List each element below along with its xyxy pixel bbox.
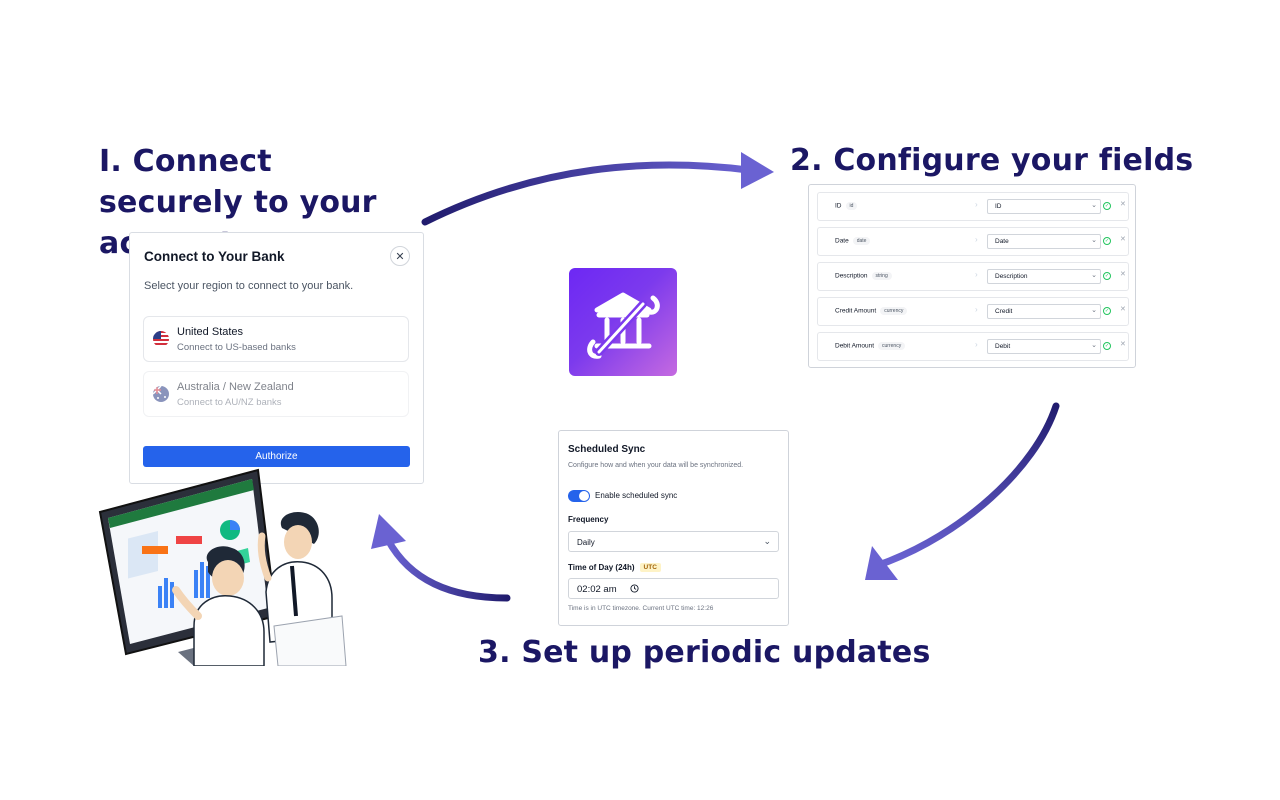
utc-badge: UTC	[639, 563, 661, 573]
check-icon: ✓	[1103, 307, 1111, 315]
field-type-badge: currency	[880, 307, 908, 315]
step2-heading: 2. Configure your fields	[790, 143, 1194, 178]
region-name: United States	[177, 326, 244, 338]
frequency-label: Frequency	[568, 515, 609, 524]
frequency-value: Daily	[577, 538, 595, 547]
chevron-down-icon: ⌄	[1091, 307, 1097, 314]
chevron-down-icon: ⌄	[1091, 272, 1097, 279]
bank-sync-logo-icon	[587, 292, 660, 359]
us-flag-icon	[153, 331, 169, 347]
arrow-step2-to-step3	[865, 402, 1060, 580]
field-select[interactable]: Credit⌄	[987, 304, 1101, 319]
sync-subtitle: Configure how and when your data will be…	[568, 462, 744, 469]
authorize-button[interactable]: Authorize	[143, 446, 410, 467]
remove-icon[interactable]: ✕	[1120, 341, 1126, 348]
chevron-right-icon: ›	[975, 305, 978, 314]
remove-icon[interactable]: ✕	[1120, 271, 1126, 278]
chevron-right-icon: ›	[975, 340, 978, 349]
remove-icon[interactable]: ✕	[1120, 306, 1126, 313]
person-illustration	[172, 546, 265, 666]
chevron-right-icon: ›	[975, 270, 978, 279]
people-at-computer-illustration	[98, 468, 347, 666]
check-icon: ✓	[1103, 342, 1111, 350]
chevron-down-icon: ⌄	[1091, 342, 1097, 349]
chevron-down-icon: ⌄	[1091, 202, 1097, 209]
check-icon: ✓	[1103, 237, 1111, 245]
scheduled-sync-panel: Scheduled Sync Configure how and when yo…	[558, 430, 789, 626]
field-type-badge: string	[871, 272, 892, 280]
region-name: Australia / New Zealand	[177, 381, 294, 393]
app-logo	[569, 268, 677, 376]
remove-icon[interactable]: ✕	[1120, 201, 1126, 208]
toggle-knob	[579, 491, 589, 501]
region-option-au-nz[interactable]: Australia / New Zealand Connect to AU/NZ…	[143, 371, 409, 417]
remove-icon[interactable]: ✕	[1120, 236, 1126, 243]
arrow-step3-to-step1	[371, 514, 511, 602]
time-value: 02:02 am	[577, 584, 617, 595]
field-type-badge: currency	[878, 342, 906, 350]
timezone-note: Time is in UTC timezone. Current UTC tim…	[568, 605, 714, 612]
enable-sync-toggle[interactable]	[568, 490, 590, 502]
time-label: Time of Day (24h)UTC	[568, 563, 661, 573]
close-button[interactable]: ✕	[390, 246, 410, 266]
sync-title: Scheduled Sync	[568, 444, 646, 455]
arrow-step1-to-step2	[421, 152, 774, 226]
step3-heading: 3. Set up periodic updates	[478, 635, 931, 670]
frequency-select[interactable]: Daily ⌄	[568, 531, 779, 552]
toggle-label: Enable scheduled sync	[595, 491, 678, 500]
field-select[interactable]: ID⌄	[987, 199, 1101, 214]
field-type-badge: id	[845, 202, 858, 210]
person-illustration	[257, 511, 347, 666]
chevron-right-icon: ›	[975, 200, 978, 209]
time-input[interactable]: 02:02 am	[568, 578, 779, 599]
connect-subtitle: Select your region to connect to your ba…	[144, 280, 354, 292]
field-type-badge: date	[852, 237, 871, 245]
clock-icon[interactable]	[630, 584, 639, 593]
chevron-right-icon: ›	[975, 235, 978, 244]
au-flag-icon	[153, 386, 169, 402]
field-select[interactable]: Description⌄	[987, 269, 1101, 284]
region-desc: Connect to AU/NZ banks	[177, 397, 282, 408]
region-desc: Connect to US-based banks	[177, 342, 296, 353]
field-select[interactable]: Debit⌄	[987, 339, 1101, 354]
chevron-down-icon: ⌄	[1091, 237, 1097, 244]
region-option-us[interactable]: United States Connect to US-based banks	[143, 316, 409, 362]
field-select[interactable]: Date⌄	[987, 234, 1101, 249]
connect-title: Connect to Your Bank	[144, 249, 285, 264]
close-icon: ✕	[395, 250, 405, 263]
chevron-down-icon: ⌄	[763, 536, 771, 546]
connect-bank-dialog: Connect to Your Bank ✕ Select your regio…	[129, 232, 424, 484]
check-icon: ✓	[1103, 202, 1111, 210]
check-icon: ✓	[1103, 272, 1111, 280]
